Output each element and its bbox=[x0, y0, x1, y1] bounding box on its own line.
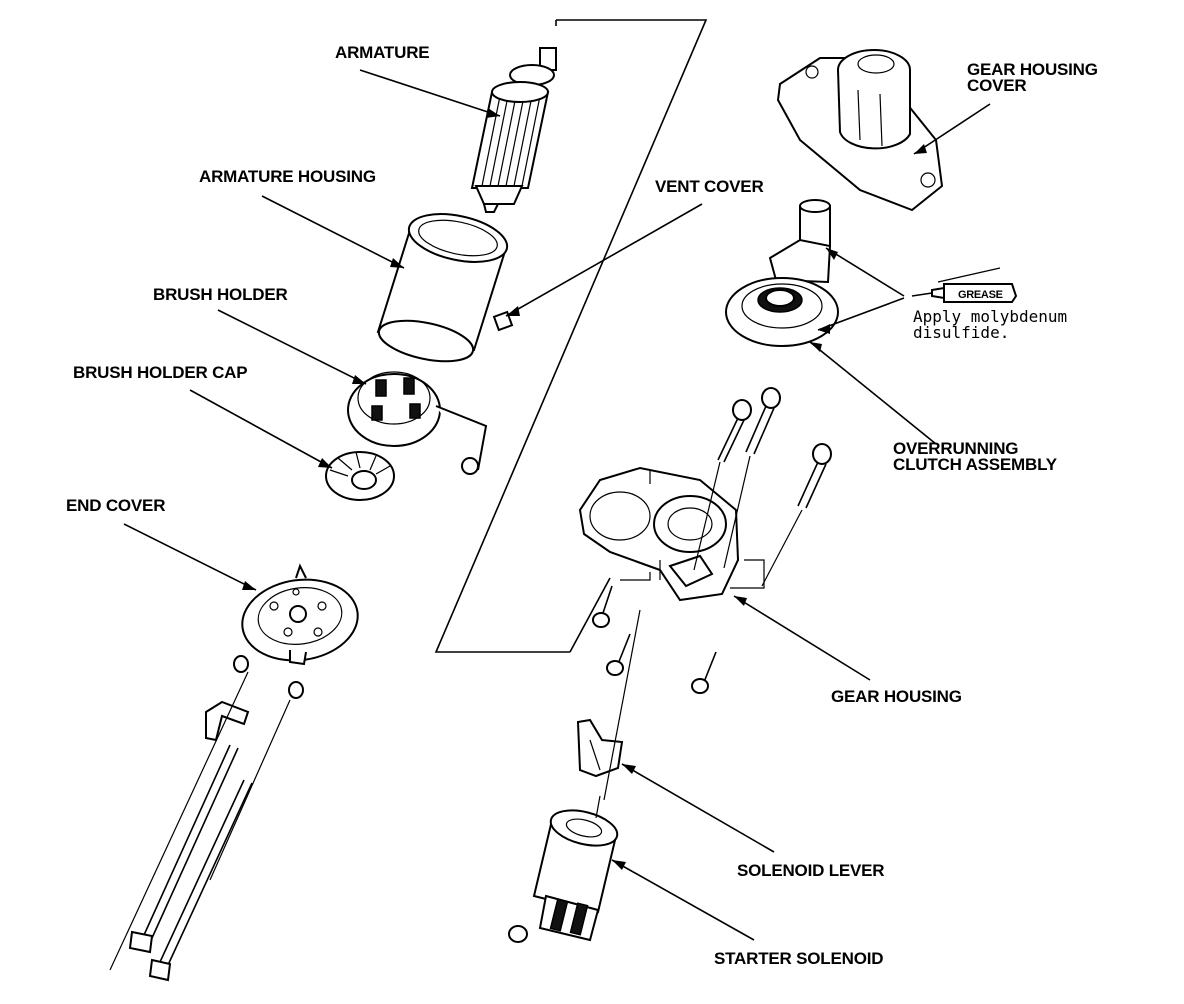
label-brush-holder-cap: BRUSH HOLDER CAP bbox=[73, 363, 248, 382]
label-brush-holder: BRUSH HOLDER bbox=[153, 285, 288, 304]
starter-solenoid-part bbox=[508, 609, 641, 943]
group-outline bbox=[434, 19, 708, 653]
end-cover-part bbox=[241, 563, 359, 666]
gear-housing-cover-part bbox=[776, 49, 944, 212]
armature-housing-part bbox=[376, 213, 509, 363]
label-solenoid-lever: SOLENOID LEVER bbox=[737, 861, 885, 880]
label-armature-housing: ARMATURE HOUSING bbox=[199, 167, 376, 186]
label-overrunning-line1: OVERRUNNING bbox=[893, 439, 1019, 458]
label-gear-housing-cover-line1: GEAR HOUSING bbox=[967, 60, 1098, 79]
label-overrunning-line2: CLUTCH ASSEMBLY bbox=[893, 455, 1057, 474]
label-armature: ARMATURE bbox=[335, 43, 430, 62]
label-starter-solenoid: STARTER SOLENOID bbox=[714, 949, 884, 968]
gear-housing-part bbox=[578, 466, 740, 602]
grease-note-line2: disulfide. bbox=[913, 323, 1010, 342]
overrunning-clutch-part bbox=[725, 199, 839, 347]
label-end-cover: END COVER bbox=[66, 496, 166, 515]
vent-cover-part bbox=[492, 310, 514, 332]
leader-lines bbox=[123, 69, 991, 941]
end-cover-screws bbox=[233, 655, 304, 699]
label-vent-cover: VENT COVER bbox=[655, 177, 764, 196]
through-bolts bbox=[109, 671, 291, 982]
grease-tag-text: GREASE bbox=[958, 289, 1003, 301]
grease-tube-icon: GREASE bbox=[911, 267, 1018, 303]
brush-holder-cap-part bbox=[325, 451, 395, 501]
bracket-part bbox=[205, 700, 250, 742]
label-gear-housing: GEAR HOUSING bbox=[831, 687, 962, 706]
grease-note-line1: Apply molybdenum bbox=[913, 307, 1068, 326]
solenoid-lever-part bbox=[576, 718, 624, 778]
brush-holder-part bbox=[347, 371, 488, 475]
label-gear-housing-cover-line2: COVER bbox=[967, 76, 1027, 95]
armature-part bbox=[470, 47, 557, 213]
gear-housing-bolts bbox=[693, 387, 832, 587]
lower-small-bolts bbox=[592, 559, 765, 694]
